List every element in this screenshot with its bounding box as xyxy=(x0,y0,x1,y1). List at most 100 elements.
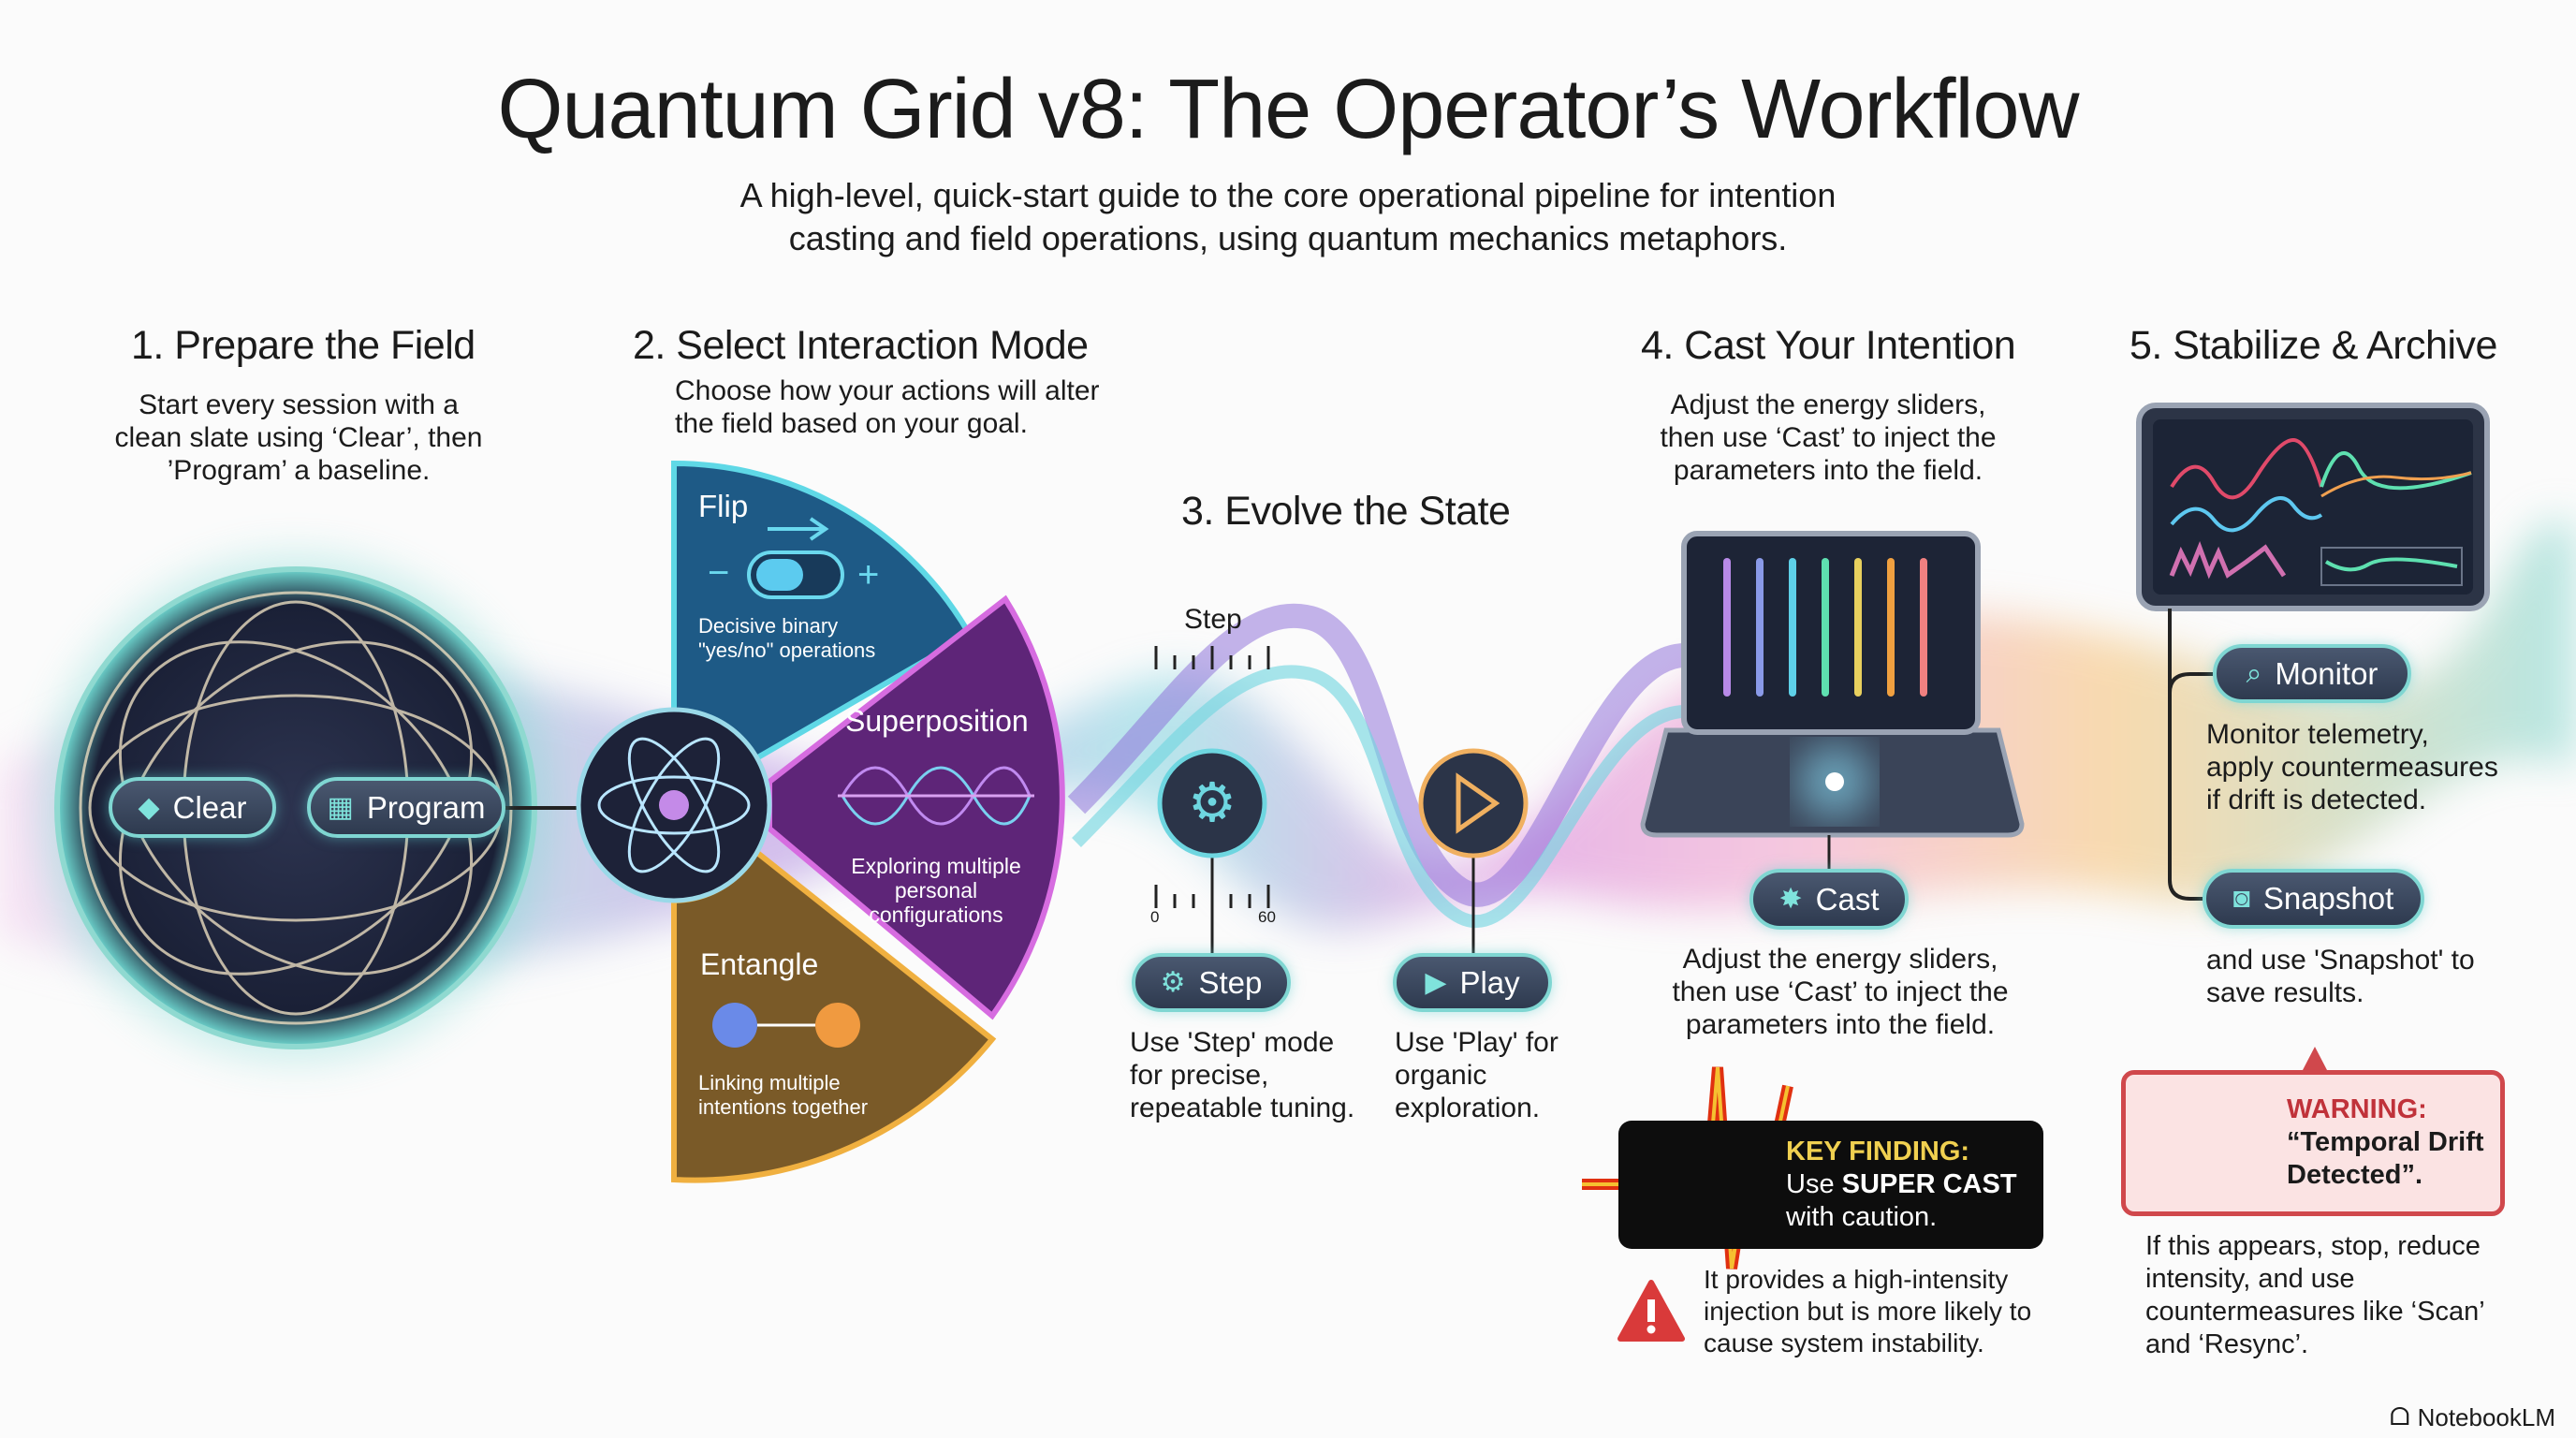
program-button[interactable]: ▦ Program xyxy=(307,777,505,838)
eraser-icon: ◆ xyxy=(138,792,160,823)
program-label: Program xyxy=(366,789,486,825)
subtitle-line: casting and field operations, using quan… xyxy=(788,219,1788,257)
laptop-console xyxy=(1640,531,2025,838)
desc-line: organic xyxy=(1395,1060,1487,1091)
cast-label: Cast xyxy=(1815,881,1880,917)
desc-line: then use ‘Cast’ to inject the xyxy=(1672,976,2009,1007)
desc-line: exploration. xyxy=(1395,1093,1541,1123)
gear-icon: ⚙ xyxy=(1160,967,1186,998)
warning-line: Detected”. xyxy=(2287,1160,2423,1190)
cast-button[interactable]: ✸ Cast xyxy=(1749,869,1909,930)
svg-text:+: + xyxy=(857,554,879,595)
camera-icon: ◙ xyxy=(2232,883,2250,914)
subtitle-line: A high-level, quick-start guide to the c… xyxy=(739,176,1837,214)
key-bold: SUPER CAST xyxy=(1841,1169,2017,1199)
desc-line: ’Program’ a baseline. xyxy=(167,455,431,486)
desc-line: parameters into the field. xyxy=(1685,1009,1996,1040)
desc-line: countermeasures like ‘Scan’ xyxy=(2145,1297,2485,1327)
warning-pointer xyxy=(2303,1047,2327,1070)
ruler-min: 0 xyxy=(1150,908,1160,926)
cast-desc: Adjust the energy sliders,then use ‘Cast… xyxy=(1653,943,2027,1041)
chip-icon: ▦ xyxy=(327,792,354,823)
desc-line: the field based on your goal. xyxy=(675,408,1028,439)
key-finding-label: KEY FINDING: xyxy=(1786,1137,1970,1167)
mode-wheel xyxy=(576,460,1065,1183)
step5-heading: 5. Stabilize & Archive xyxy=(2130,323,2497,368)
desc-line: and ‘Resync’. xyxy=(2145,1329,2309,1359)
desc-line: if drift is detected. xyxy=(2206,785,2427,815)
snapshot-button[interactable]: ◙ Snapshot xyxy=(2203,869,2424,929)
step-ruler xyxy=(1154,646,1475,953)
desc-line: intensity, and use xyxy=(2145,1264,2355,1294)
desc-line: Decisive binary xyxy=(698,614,839,638)
mode-superposition-title[interactable]: Superposition xyxy=(845,704,1029,738)
play-node xyxy=(1418,748,1529,858)
desc-line: clean slate using ‘Clear’, then xyxy=(114,422,483,453)
desc-line: Choose how your actions will alter xyxy=(675,375,1100,406)
desc-line: for precise, xyxy=(1130,1060,1269,1091)
notebooklm-logo-icon: ᗝ xyxy=(2390,1402,2410,1431)
desc-line: Adjust the energy sliders, xyxy=(1682,944,1998,975)
key-finding-box xyxy=(1618,1121,2043,1249)
clear-button[interactable]: ◆ Clear xyxy=(109,777,276,838)
desc-line: Use 'Play' for xyxy=(1395,1027,1559,1058)
mode-entangle-title[interactable]: Entangle xyxy=(700,947,819,981)
warning-triangle-icon xyxy=(1617,1280,1685,1342)
desc-line: then use ‘Cast’ to inject the xyxy=(1660,422,1997,453)
desc-line: cause system instability. xyxy=(1704,1328,1984,1357)
desc-line: "yes/no" operations xyxy=(698,638,876,662)
desc-line: apply countermeasures xyxy=(2206,752,2498,783)
desc-line: Adjust the energy sliders, xyxy=(1670,389,1986,420)
play-icon xyxy=(1456,772,1500,834)
flip-toggle-icon: −+ xyxy=(708,517,879,599)
play-button[interactable]: ▶Play xyxy=(1393,953,1552,1012)
desc-line: repeatable tuning. xyxy=(1130,1093,1355,1123)
step4-desc: Adjust the energy sliders,then use ‘Cast… xyxy=(1641,389,2015,487)
burst-icon: ✸ xyxy=(1778,884,1803,915)
superposition-wave-icon xyxy=(838,766,1034,826)
page-subtitle: A high-level, quick-start guide to the c… xyxy=(633,174,1943,260)
page-title: Quantum Grid v8: The Operator’s Workflow xyxy=(497,63,2079,156)
svg-text:−: − xyxy=(708,552,729,594)
desc-line: Use 'Step' mode xyxy=(1130,1027,1335,1058)
desc-line: injection but is more likely to xyxy=(1704,1297,2032,1326)
magnifier-icon: ⌕ xyxy=(2246,657,2262,689)
monitor-button[interactable]: ⌕ Monitor xyxy=(2213,644,2411,703)
desc-line: personal xyxy=(894,878,978,902)
desc-line: If this appears, stop, reduce xyxy=(2145,1231,2481,1261)
step4-heading: 4. Cast Your Intention xyxy=(1641,323,2016,368)
warning-box xyxy=(2121,1070,2505,1216)
entangle-particles-icon xyxy=(712,1003,860,1048)
monitor-label: Monitor xyxy=(2275,655,2378,691)
desc-line: save results. xyxy=(2206,977,2364,1008)
step-label: Step xyxy=(1198,964,1263,1000)
key-post: with caution. xyxy=(1786,1202,1938,1232)
key-finding-text: KEY FINDING: Use SUPER CAST with caution… xyxy=(1786,1136,2017,1234)
desc-line: intentions together xyxy=(698,1095,869,1119)
step-button[interactable]: ⚙ Step xyxy=(1132,953,1291,1012)
gear-node xyxy=(1157,748,1267,858)
play-icon: ▶ xyxy=(1425,967,1447,998)
snapshot-label: Snapshot xyxy=(2262,881,2394,916)
clear-label: Clear xyxy=(172,789,247,825)
desc-line: Monitor telemetry, xyxy=(2206,719,2429,750)
connector-line xyxy=(2168,609,2213,901)
warning-text: WARNING: “Temporal Drift Detected”. xyxy=(2287,1093,2484,1192)
telemetry-monitor xyxy=(2136,403,2490,611)
brand-label: NotebookLM xyxy=(2417,1402,2556,1431)
desc-line: Exploring multiple xyxy=(851,854,1021,878)
gear-icon: ⚙ xyxy=(1188,772,1237,833)
mode-flip-title[interactable]: Flip xyxy=(698,489,749,523)
